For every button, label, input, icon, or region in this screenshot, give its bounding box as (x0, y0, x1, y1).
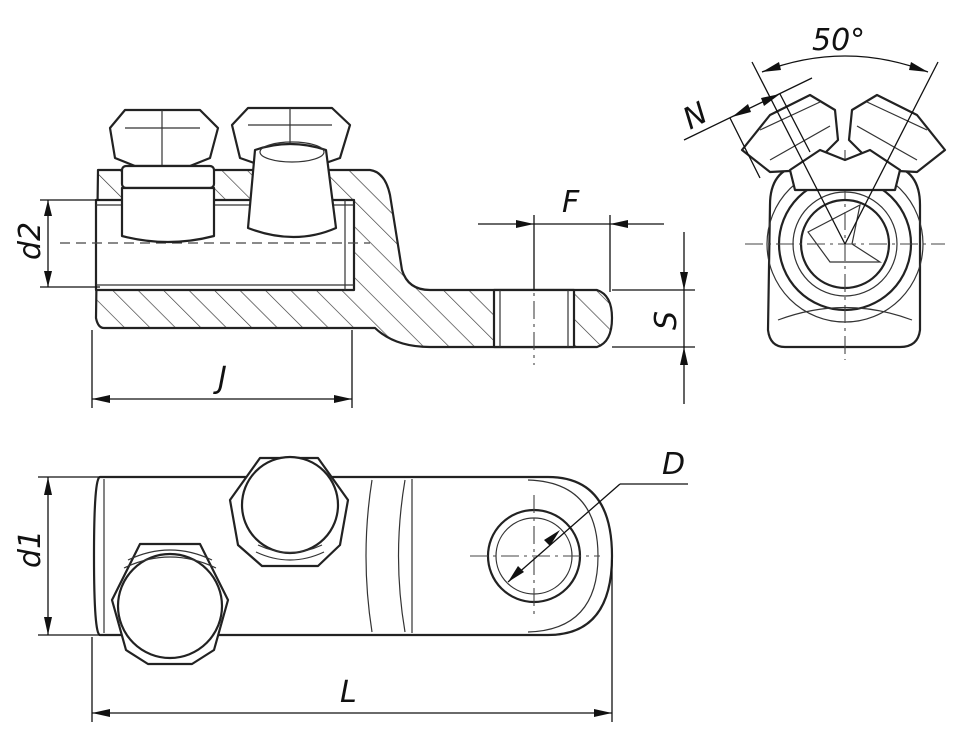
dimension-d2: d2 (13, 199, 100, 288)
bolt-heads-angled (740, 93, 947, 192)
bolt-top-upper (228, 455, 350, 568)
label-d1: d1 (13, 530, 48, 568)
bolt-head-left (108, 108, 220, 244)
label-d2: d2 (13, 222, 48, 260)
label-S: S (649, 311, 684, 330)
label-N: N (677, 96, 713, 137)
dimension-D: D (507, 447, 688, 583)
dimension-d1: d1 (13, 476, 100, 636)
label-D: D (662, 447, 685, 482)
dimension-S: S (612, 232, 695, 404)
dimension-F: F (478, 185, 664, 292)
label-J: J (213, 361, 227, 396)
label-F: F (562, 185, 580, 220)
bolt-head-right (230, 106, 352, 239)
label-angle: 50° (812, 23, 865, 58)
dimension-J: J (91, 330, 353, 408)
plan-view: D d1 L (13, 447, 688, 722)
label-L: L (340, 675, 357, 710)
dimension-L: L (91, 560, 613, 722)
bolt-top-lower (110, 542, 230, 666)
end-view: 50° N (677, 23, 947, 360)
section-view: d2 J F S (13, 106, 695, 408)
dimension-angle: 50° (751, 23, 939, 245)
